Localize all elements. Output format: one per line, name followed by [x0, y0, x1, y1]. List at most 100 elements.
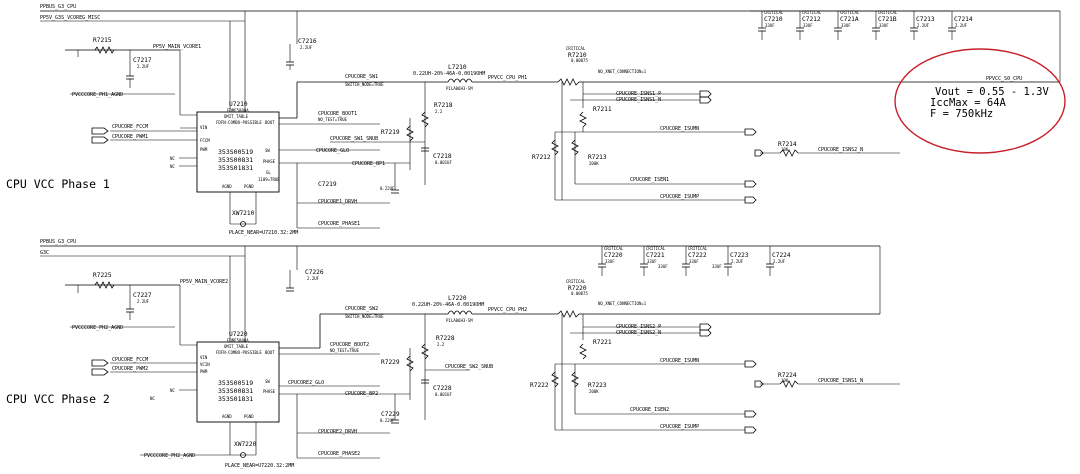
net-isns-n-2: CPUCORE_ISNS2_N [616, 330, 661, 336]
sense-resistor-1 [557, 78, 580, 86]
net-isump-2: CPUCORE_ISUMP [660, 424, 699, 430]
svg-text:NO_XNET_CONNECTION=1: NO_XNET_CONNECTION=1 [598, 301, 647, 306]
cap-val: 33UF [803, 23, 813, 28]
svg-text:2.2UF: 2.2UF [307, 276, 320, 281]
fccm-port-1 [91, 127, 109, 135]
net-bp-1: CPUCORE_BP1 [352, 161, 385, 167]
freq-spec: F = 750kHz [930, 108, 993, 120]
r-b-ref-1: R7212 [532, 154, 551, 161]
ic-ref-2: U7220 [229, 331, 248, 338]
c-snub-ref-1: C7218 [433, 153, 452, 160]
svg-text:2.2: 2.2 [437, 342, 445, 347]
c-bp-ref-2: C7229 [381, 411, 400, 418]
net-isumn2-1: CPUCORE_ISNS2_N [818, 147, 863, 153]
spec-annotation: Vout = 0.55 - 1.3V IccMax = 64A F = 750k… [894, 48, 1066, 154]
net-isumn-2: CPUCORE_ISUMN [660, 358, 699, 364]
iccmax-spec: IccMax = 64A [930, 97, 1007, 109]
net-pwm-1: CPUCORE_PWM1 [112, 134, 148, 140]
pwm-port-1 [91, 136, 109, 144]
c-in-ref-1: C7217 [133, 57, 152, 64]
svg-text:CRITICAL: CRITICAL [566, 46, 586, 51]
rail-vcore2: PP5V_MAIN_VCORE2 [180, 279, 228, 285]
r-d-ref-1: R7214 [778, 141, 797, 148]
svg-text:BOOT: BOOT [265, 120, 275, 125]
svg-text:VIN: VIN [200, 125, 208, 130]
rail-pp5v-misc: PP5V_G3S_VCOREG_MISC [40, 15, 100, 21]
svg-text:200K: 200K [589, 389, 599, 394]
svg-text:PGND: PGND [244, 414, 254, 419]
cap-ref: C7220 [604, 252, 623, 259]
phase-1: R7215 C7217 2.2UF PP5V_MAIN_VCORE1 C7216… [6, 10, 1061, 236]
svg-text:VIN: VIN [200, 355, 208, 360]
svg-text:FDFN-COMBO-POSSIBLE: FDFN-COMBO-POSSIBLE [216, 350, 262, 355]
cap-ref: C7210 [764, 16, 783, 23]
cap-crit: CRITICAL [688, 246, 708, 251]
net-ppvcc-2: PPVCC_CPU_PH2 [488, 307, 527, 313]
label-33uf-b: 33UF [712, 264, 722, 269]
svg-text:10K: 10K [781, 378, 789, 383]
net-sw-1: CPUCORE_SW1 [345, 74, 378, 80]
svg-text:PILA06H3-SM: PILA06H3-SM [446, 86, 473, 91]
svg-text:FDMF5808A: FDMF5808A [227, 108, 249, 113]
svg-text:AGND: AGND [222, 414, 232, 419]
svg-text:CRITICAL: CRITICAL [566, 279, 586, 284]
svg-text:0.001UF: 0.001UF [435, 392, 452, 397]
cap-crit: CRITICAL [646, 246, 666, 251]
svg-text:NO_XNET_CONNECTION=1: NO_XNET_CONNECTION=1 [598, 69, 647, 74]
ic-ref-1: U7210 [229, 101, 248, 108]
r-a-ref-2: R7221 [593, 339, 612, 346]
net-phase-1: CPUCORE_PHASE1 [318, 221, 360, 227]
svg-text:NC: NC [170, 164, 175, 169]
cap-ref: C7214 [954, 16, 973, 23]
net-isns-n-1: CPUCORE_ISNS1_N [616, 97, 661, 103]
ic-u7210 [196, 111, 280, 193]
svg-text:353S01831: 353S01831 [218, 164, 253, 172]
svg-text:OMIT_TABLE: OMIT_TABLE [224, 344, 249, 349]
net-isen-2: CPUCORE_ISEN2 [630, 407, 669, 413]
r-in-ref-2: R7225 [93, 272, 112, 279]
svg-text:PGND: PGND [244, 184, 254, 189]
net-phase-2: CPUCORE_PHASE2 [318, 451, 360, 457]
r-sense-ref-1: R7210 [568, 52, 587, 59]
cap-crit: CRITICAL [764, 10, 784, 15]
svg-text:FDMF5808A: FDMF5808A [227, 338, 249, 343]
cap-val: 33UF [765, 23, 775, 28]
svg-text:SW: SW [265, 379, 270, 384]
net-drvh-2: CPUCORE2_DRVH [318, 429, 357, 435]
phase-2-title: CPU VCC Phase 2 [6, 392, 110, 406]
net-isumn-1: CPUCORE_ISUMN [660, 126, 699, 132]
svg-text:1109=TRUE: 1109=TRUE [258, 177, 280, 182]
r-sense-ref-2: R7220 [568, 285, 587, 292]
rail-ppbus-top: PPBUS_G3_CPU [40, 4, 76, 10]
rail-vcore1: PP5V_MAIN_VCORE1 [153, 44, 201, 50]
svg-text:0.001UF: 0.001UF [435, 160, 452, 165]
c-vin-ref-1: C7216 [298, 38, 317, 45]
c-snub-ref-2: C7228 [433, 385, 452, 392]
svg-text:353S00519: 353S00519 [218, 379, 253, 387]
r-c-ref-1: R7213 [588, 154, 607, 161]
net-agnd-1: PVCCCORE_PH1_AGND [72, 92, 123, 98]
net-sw-2: CPUCORE_SW2 [345, 306, 378, 312]
net-sw-snub-1: CPUCORE_SW1_SNUB [330, 136, 378, 142]
cap-val: 33UF [879, 23, 889, 28]
cap-ref: C7222 [688, 252, 707, 259]
svg-text:PWM: PWM [200, 147, 208, 152]
output-cap-bank-1: CRITICALC721033UFCRITICALC721233UFCRITIC… [758, 10, 973, 40]
cap-crit: CRITICAL [840, 10, 860, 15]
svg-text:AGND: AGND [222, 184, 232, 189]
svg-text:PILA06H3-SM: PILA06H3-SM [446, 318, 473, 323]
svg-text:2.2: 2.2 [435, 109, 443, 114]
svg-text:10K: 10K [781, 147, 789, 152]
net-boot-2: CPUCORE_BOOT2 [330, 342, 369, 348]
phase-2: R7225 C7227 2.2UF PP5V_MAIN_VCORE2 C7226… [6, 246, 900, 469]
cap-ref: C721A [840, 16, 859, 23]
